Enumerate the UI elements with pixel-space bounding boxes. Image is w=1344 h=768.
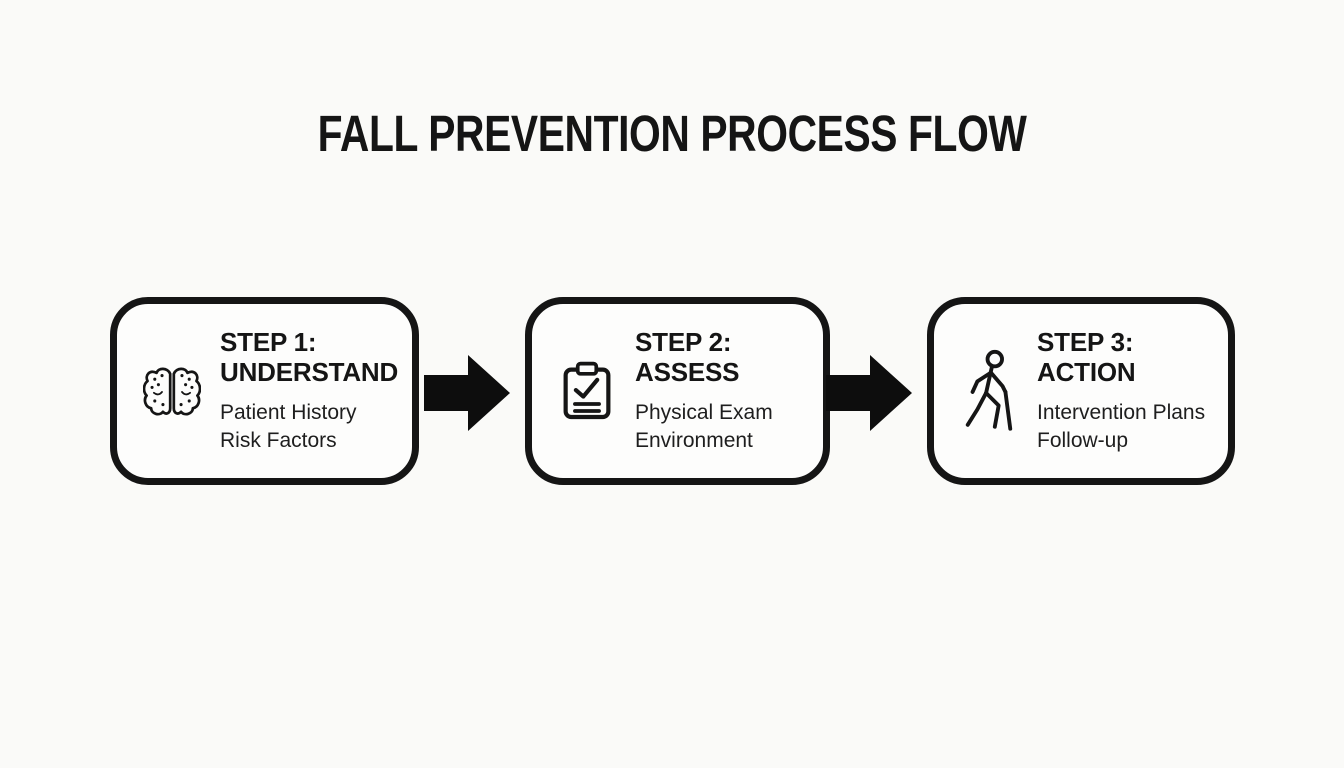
clipboard-check-icon <box>563 361 611 420</box>
step2-detail-2: Environment <box>635 429 753 453</box>
step3-detail-1: Intervention Plans <box>1037 401 1206 425</box>
step3-heading: STEP 3: ACTION <box>1037 327 1228 387</box>
page-title: FALL PREVENTION PROCESS FLOW <box>0 108 1344 159</box>
page-title-text: FALL PREVENTION PROCESS FLOW <box>317 105 1027 162</box>
step1-icon-slot <box>140 364 204 418</box>
step2-icon-slot <box>555 360 619 422</box>
step-box-action: STEP 3: ACTION Intervention Plans Follow… <box>927 297 1235 485</box>
step1-detail-1: Patient History <box>220 401 357 425</box>
flow-arrow-1 <box>424 353 512 433</box>
step1-details: Patient History Risk Factors <box>220 399 412 455</box>
step3-text: STEP 3: ACTION Intervention Plans Follow… <box>1037 327 1228 455</box>
brain-icon <box>143 367 201 416</box>
arrow-right-icon <box>826 355 912 431</box>
step2-detail-1: Physical Exam <box>635 401 773 425</box>
step2-text: STEP 2: ASSESS Physical Exam Environment <box>635 327 823 455</box>
step3-heading-line2: ACTION <box>1037 357 1136 388</box>
step-box-assess: STEP 2: ASSESS Physical Exam Environment <box>525 297 830 485</box>
step3-detail-2: Follow-up <box>1037 429 1129 453</box>
person-walking-cane-icon <box>965 349 1013 431</box>
step3-heading-line1: STEP 3: <box>1037 326 1134 357</box>
step3-icon-slot <box>957 349 1021 433</box>
step1-heading: STEP 1: UNDERSTAND <box>220 327 412 387</box>
arrow-right-icon <box>424 355 510 431</box>
step1-heading-line2: UNDERSTAND <box>220 357 399 388</box>
step3-details: Intervention Plans Follow-up <box>1037 399 1228 455</box>
step2-details: Physical Exam Environment <box>635 399 823 455</box>
step2-heading-line1: STEP 2: <box>635 326 732 357</box>
step1-heading-line1: STEP 1: <box>220 326 317 357</box>
step1-detail-2: Risk Factors <box>220 429 337 453</box>
flow-arrow-2 <box>826 353 914 433</box>
step1-text: STEP 1: UNDERSTAND Patient History Risk … <box>220 327 412 455</box>
step2-heading-line2: ASSESS <box>635 357 740 388</box>
step-box-understand: STEP 1: UNDERSTAND Patient History Risk … <box>110 297 419 485</box>
step2-heading: STEP 2: ASSESS <box>635 327 823 387</box>
